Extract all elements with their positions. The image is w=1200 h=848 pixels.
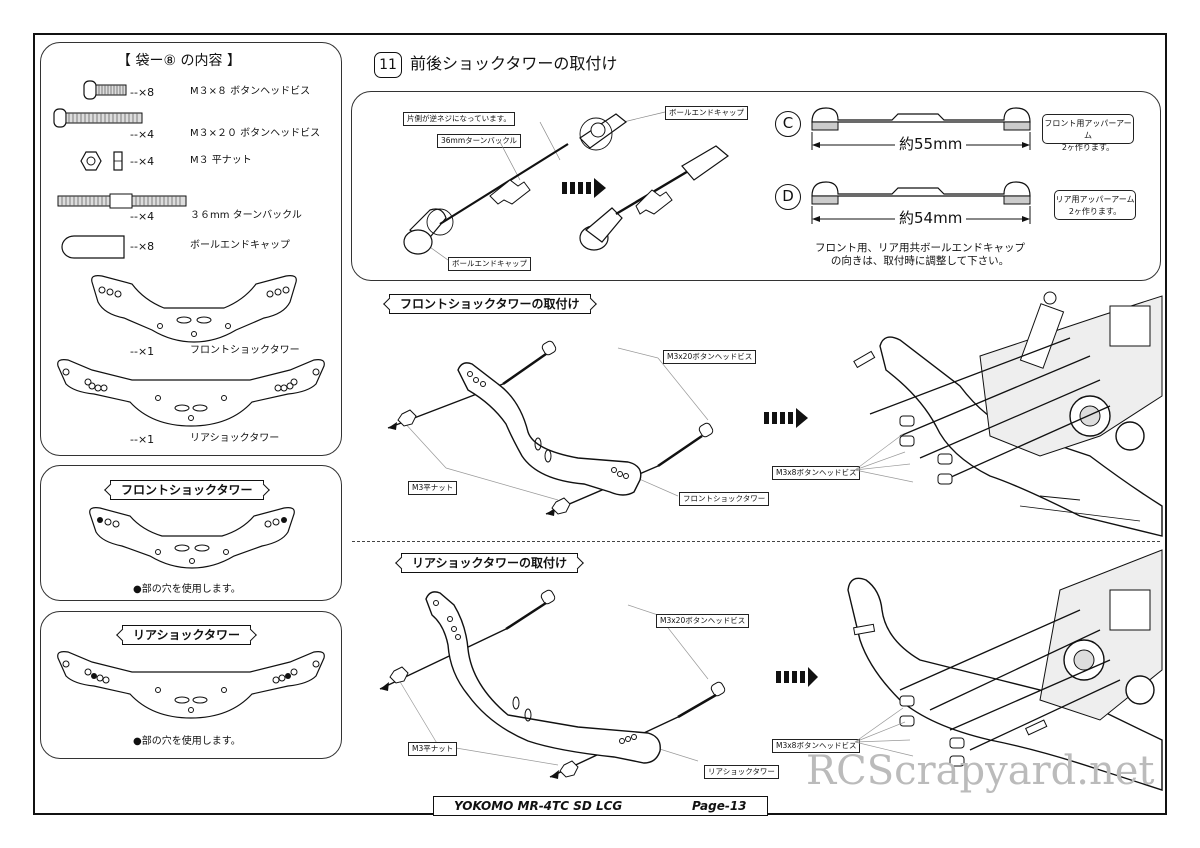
front-m3-nut-label: M3平ナット bbox=[408, 481, 458, 495]
turnbuckle-c-length: 約55mm bbox=[895, 137, 967, 152]
turnbuckle-36mm-label: 36mmターンバックル bbox=[437, 134, 522, 148]
front-tower-holes-panel bbox=[40, 465, 342, 601]
rear-m3x8-label: M3x8ボタンヘッドビス bbox=[772, 739, 861, 753]
ball-end-cap-icon bbox=[61, 235, 125, 259]
rear-tower-box-note: ●部の穴を使用します。 bbox=[133, 736, 241, 747]
m3x8-screw-icon bbox=[83, 80, 127, 100]
rear-tower-box-title: リアショックタワー bbox=[122, 625, 252, 645]
front-tower-label: フロントショックタワー bbox=[679, 492, 770, 506]
bag-contents-panel bbox=[40, 42, 342, 456]
part-qty-4: --×4 bbox=[130, 210, 155, 223]
front-tower-holes-diagram bbox=[89, 507, 295, 569]
part-qty-6: --×1 bbox=[130, 345, 155, 358]
front-chassis-drawing bbox=[853, 291, 1163, 537]
footer-model: YOKOMO MR-4TC SD LCG bbox=[454, 799, 623, 813]
rear-tower-holes-panel bbox=[40, 611, 342, 759]
rear-install-title: リアショックタワーの取付け bbox=[401, 553, 579, 573]
ball-end-cap-label-bottom: ボールエンドキャップ bbox=[448, 257, 531, 271]
part-qty-2: --×4 bbox=[130, 128, 155, 141]
step-title: 前後ショックタワーの取付け bbox=[410, 54, 618, 73]
part-name-4: ３６mm ターンバックル bbox=[190, 210, 302, 221]
rear-m3-nut-label: M3平ナット bbox=[408, 742, 458, 756]
front-install-drawing bbox=[387, 340, 808, 516]
section-divider bbox=[352, 541, 1160, 542]
part-name-3: M３ 平ナット bbox=[190, 155, 252, 166]
front-tower-box-note: ●部の穴を使用します。 bbox=[133, 584, 241, 595]
front-m3x20-label: M3x20ボタンヘッドビス bbox=[663, 350, 757, 364]
reverse-thread-label: 片側が逆ネジになっています。 bbox=[403, 112, 515, 126]
step-number: 11 bbox=[374, 52, 402, 78]
part-qty-1: --×8 bbox=[130, 86, 155, 99]
front-m3x8-leaders bbox=[854, 433, 914, 483]
bag-title: 【 袋ー⑧ の内容 】 bbox=[117, 53, 241, 69]
turnbuckle-d-drawing bbox=[811, 181, 1031, 224]
footer-page: Page-13 bbox=[692, 799, 747, 813]
ball-end-cap-label-top: ボールエンドキャップ bbox=[665, 106, 748, 120]
front-install-title: フロントショックタワーの取付け bbox=[389, 294, 591, 314]
adjust-note: フロント用、リア用共ボールエンドキャップ の向きは、取付時に調整して下さい。 bbox=[815, 242, 1025, 267]
part-qty-3: --×4 bbox=[130, 155, 155, 168]
part-name-6: フロントショックタワー bbox=[190, 345, 300, 356]
front-m3x8-label: M3x8ボタンヘッドビス bbox=[772, 466, 861, 480]
rear-tower-holes-diagram bbox=[57, 651, 325, 719]
turnbuckle-icon bbox=[57, 193, 187, 209]
turnbuckle-assembly-drawing bbox=[403, 111, 729, 261]
turnbuckle-d-length: 約54mm bbox=[895, 211, 967, 226]
footer-bar: YOKOMO MR-4TC SD LCG Page-13 bbox=[433, 796, 768, 816]
turnbuckle-c-circle: C bbox=[775, 111, 801, 137]
rear-m3x20-label: M3x20ボタンヘッドビス bbox=[656, 614, 750, 628]
turnbuckle-d-circle: D bbox=[775, 184, 801, 210]
part-name-2: M３×２０ ボタンヘッドビス bbox=[190, 128, 321, 139]
front-tower-box-title: フロントショックタワー bbox=[110, 480, 264, 500]
turnbuckle-d-note: リア用アッパーアーム 2ヶ作ります。 bbox=[1054, 190, 1136, 220]
rear-tower-part-icon bbox=[57, 359, 325, 427]
m3x20-screw-icon bbox=[53, 108, 143, 128]
turnbuckle-c-note: フロント用アッパーアーム 2ヶ作ります。 bbox=[1042, 114, 1134, 152]
part-name-1: M３×８ ボタンヘッドビス bbox=[190, 86, 311, 97]
part-qty-7: --×1 bbox=[130, 433, 155, 446]
watermark: RCScrapyard.net bbox=[806, 748, 1155, 794]
rear-chassis-drawing bbox=[847, 549, 1163, 791]
rear-tower-label: リアショックタワー bbox=[704, 765, 779, 779]
front-tower-part-icon bbox=[91, 275, 297, 343]
rear-install-drawing bbox=[379, 589, 818, 779]
turnbuckle-panel bbox=[351, 91, 1161, 281]
rear-m3x8-leaders bbox=[854, 707, 914, 757]
part-qty-5: --×8 bbox=[130, 240, 155, 253]
part-name-7: リアショックタワー bbox=[190, 433, 280, 444]
part-name-5: ボールエンドキャップ bbox=[190, 240, 290, 251]
m3-nut-icon bbox=[80, 151, 123, 171]
